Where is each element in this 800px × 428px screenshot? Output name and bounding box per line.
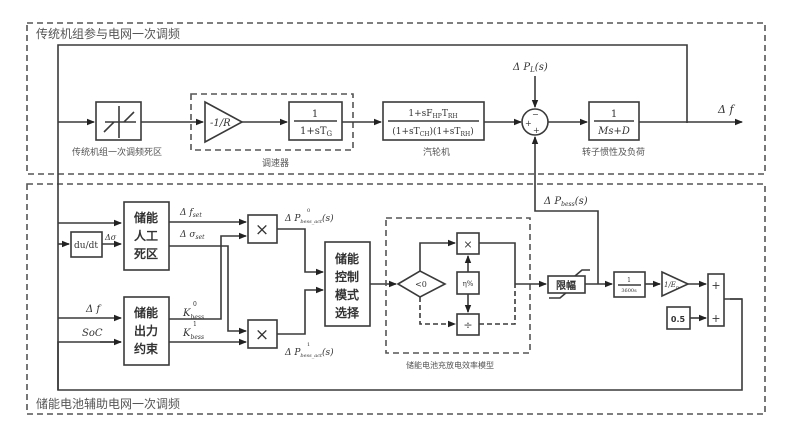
rotor-label: 转子惯性及负荷 [582,146,645,158]
svg-text:1/En: 1/En [664,281,679,291]
wire-sigmaset-to-mult1 [169,245,247,335]
governor-transfer-function: 1 1+sTG [288,101,343,141]
p-bess-label: Δ Pbess(s) [543,196,588,208]
svg-text:η%: η% [463,280,474,288]
p0-act-sup: 0 [307,208,310,214]
delta-f-set-label: Δ fset [179,208,202,219]
efficiency-model-region [385,217,531,354]
summing-junction-top: − + + [521,108,549,136]
multiplier-1: × [247,319,278,349]
svg-text:+: + [525,119,532,128]
p1-act-label: Δ Pbess_act(s) [284,347,334,359]
wire-div-out [479,284,516,325]
svg-text:+: + [533,126,540,135]
region-title-conventional: 传统机组参与电网一次调频 [36,26,180,41]
svg-text:-1/R: -1/R [210,118,231,129]
svg-text:du/dt: du/dt [74,241,98,251]
wire-mult-out [479,242,516,284]
load-disturbance-label: Δ PL(s) [512,62,548,74]
svg-text:+: + [711,279,720,292]
integrator-block: 1 3600s [613,271,646,298]
delta-sigma-label: Δσ [104,233,117,242]
constant-block: 0.5 [666,306,691,330]
efficiency-multiply: × [456,232,480,255]
svg-text:1: 1 [627,277,631,284]
wire-compare-true [419,239,456,271]
efficiency-model-label: 储能电池充放电效率模型 [406,360,494,370]
efficiency-divide: ÷ [456,313,480,336]
svg-text:<0: <0 [415,280,427,289]
svg-text:1: 1 [312,109,318,120]
deadband-label: 传统机组一次调频死区 [72,146,162,158]
compare-decision: <0 [396,270,447,298]
soc-label: SoC [82,328,103,339]
svg-text:×: × [255,220,269,240]
efficiency-value: η% [456,271,480,295]
svg-text:−: − [532,110,539,119]
svg-text:×: × [463,238,472,251]
rotor-transfer-function: 1 Ms+D [588,101,640,141]
svg-text:限幅: 限幅 [556,279,576,292]
region-battery-storage [26,183,766,415]
svg-text:÷: ÷ [463,319,472,332]
control-mode-select-block: 储能 控制 模式 选择 [324,241,371,327]
wire-compare-false [419,297,456,328]
deadband-block [95,101,142,141]
svg-text:约束: 约束 [134,341,159,356]
wire-k0-to-mult0 [169,232,247,320]
svg-text:0.5: 0.5 [671,315,686,324]
output-delta-f: Δ f [717,103,735,116]
governor-gain-block: -1/R [204,100,244,144]
region-title-battery: 储能电池辅助电网一次调频 [36,396,180,411]
governor-label: 调速器 [262,158,289,169]
k0-sup: 0 [193,301,197,308]
deadband-icon [103,106,136,138]
p0-act-label: Δ Pbess_act(s) [284,213,334,225]
storage-output-constraint-block: 储能 出力 约束 [123,296,170,366]
svg-text:控制: 控制 [335,269,359,284]
svg-text:储能: 储能 [335,251,359,266]
wire-pbess-feedback [531,136,599,284]
svg-text:1: 1 [611,109,617,120]
summing-block-bottom: + + [707,273,725,327]
svg-text:选择: 选择 [335,305,360,320]
multiplier-0: × [247,214,278,244]
limiter-block: 限幅 [547,269,590,299]
turbine-transfer-function: 1+sFHPTRH (1+sTCH)(1+sTRH) [382,101,485,141]
svg-text:1+sTG: 1+sTG [300,126,333,138]
wire-mult0-to-mode [277,228,324,276]
feedback-line-top [57,44,688,390]
storage-deadzone-block: 储能 人工 死区 [123,201,170,271]
wire-mult1-to-mode [277,286,324,335]
k0-label: Kbess [182,308,204,321]
region-conventional-units [26,22,766,175]
svg-text:Ms+D: Ms+D [597,126,630,137]
svg-text:死区: 死区 [134,247,158,261]
p1-act-sup: 1 [307,342,310,348]
derivative-block: du/dt [70,231,103,258]
svg-text:(1+sTCH)(1+sTRH): (1+sTCH)(1+sTRH) [392,126,473,138]
svg-text:×: × [255,325,269,345]
k1-sup: 1 [193,321,197,328]
svg-text:储能: 储能 [134,305,158,320]
k1-label: Kbess [182,328,204,341]
capacity-gain-block: 1/En [661,270,690,298]
svg-text:人工: 人工 [134,228,158,243]
svg-text:模式: 模式 [335,287,359,302]
delta-f-label: Δ f [85,304,102,315]
turbine-label: 汽轮机 [423,146,450,158]
svg-text:储能: 储能 [134,210,158,225]
delta-sigma-set-label: Δ σset [179,230,205,241]
svg-text:出力: 出力 [134,323,158,338]
svg-text:3600s: 3600s [621,288,637,294]
svg-text:1+sFHPTRH: 1+sFHPTRH [408,109,457,120]
svg-text:+: + [711,312,720,325]
